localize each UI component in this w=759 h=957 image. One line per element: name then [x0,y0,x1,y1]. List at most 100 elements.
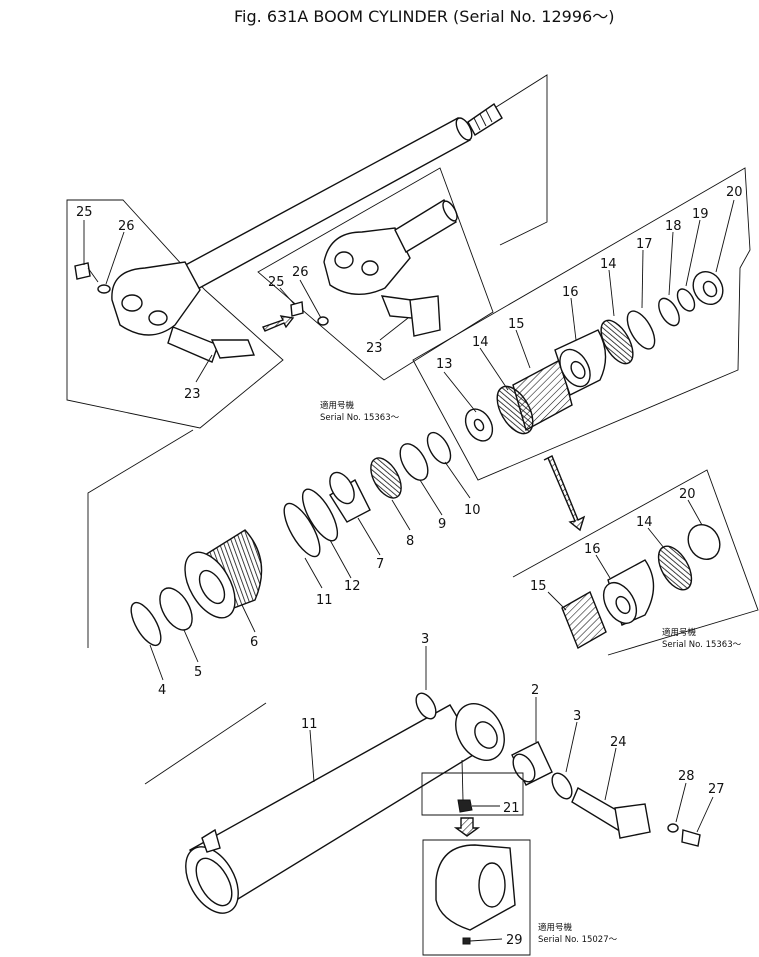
variant-part-20 [687,524,721,560]
part-20-bore [702,280,718,298]
cylinder-tube-group [144,692,701,956]
leader-15b [547,591,567,611]
leader-27 [696,796,714,833]
leader-11a [304,557,323,589]
leader-11b [309,729,315,783]
callout-28: 28 [678,769,695,784]
callout-labels: 25 26 23 25 26 23 13 14 15 16 14 17 18 1… [76,185,743,948]
variant-arrow-top [262,315,295,332]
callout-24: 24 [610,735,627,750]
leader-6 [241,604,256,633]
leader-26a [105,231,125,285]
leader-26b [299,279,322,319]
callout-14b: 14 [600,257,617,272]
variant-piston-group [512,455,759,656]
frame-piston-parts [412,167,751,481]
part-28-washer [667,823,679,833]
leader-7 [357,517,381,556]
leader-28 [675,782,687,823]
part-11-ring [283,502,321,558]
part-7-face [329,471,355,505]
rod-eye-bore-a [121,294,143,312]
note-15363-a-line2: Serial No. 15363〜 [320,413,400,423]
leader-16a [570,297,577,341]
part-8-seal [370,457,402,499]
leader-18 [668,231,674,296]
rod-stub-alt [394,199,457,253]
leader-5 [183,629,199,663]
callout-9: 9 [438,517,446,532]
callout-11a: 11 [316,593,333,608]
leader-17 [641,249,644,309]
part-18-ring [658,297,680,327]
part-10-snap-ring [426,431,452,465]
variant-arrow-bottom [453,817,481,837]
part-9-ring [399,443,429,481]
callout-5: 5 [194,665,202,680]
frame-rod-end [66,199,284,429]
leader-14a [479,347,509,391]
callout-29: 29 [506,933,523,948]
callout-14a: 14 [472,335,489,350]
note-15363-b-line2: Serial No. 15363〜 [662,640,742,650]
part-5-seal [159,587,193,631]
leader-23b [379,317,409,341]
figure-title: Fig. 631A BOOM CYLINDER (Serial No. 1299… [234,7,614,26]
rod-end-shoulder [455,117,473,141]
leader-10 [444,461,471,499]
part-3-dust-seal-left [415,692,437,720]
leader-15a [515,329,531,369]
callout-25b: 25 [268,275,285,290]
part-3-dust-seal-right [551,772,573,800]
serial-notes: 適用号機 Serial No. 15363〜 適用号機 Serial No. 1… [320,400,742,945]
callout-25a: 25 [76,205,93,220]
part-24-plate [614,803,651,839]
callout-13: 13 [436,357,453,372]
part-16-bore [570,360,586,380]
leader-24 [604,747,617,801]
part-29-plug [462,937,471,945]
rod-eye-bore-b [148,310,168,326]
part-15-piston [512,358,573,432]
part-4-ring [130,601,162,647]
leader-8 [391,499,411,531]
leader-20b [687,499,703,526]
leader-4 [149,644,164,681]
part-21-grease-fitting [457,799,473,813]
bolt-25-alt [290,301,304,317]
washer-26-alt [317,316,329,326]
callout-2: 2 [531,683,539,698]
callout-26b: 26 [292,265,309,280]
variant-arrow-mid [543,455,586,532]
leader-25b [279,287,295,305]
part-13-bore [473,418,485,432]
leader-3b [565,721,578,773]
part-12-ring [301,488,339,542]
part-17-ring [626,310,656,350]
bolt-25-shank [87,267,99,283]
variant-eye-bore [478,862,506,908]
clevis-bore-b [361,260,379,276]
thread-marks [473,109,493,131]
leader-16b [595,554,611,579]
part-6-bore [198,569,226,605]
leader-9 [419,479,443,516]
tube-port [201,828,221,853]
rod-stub-end [442,200,458,222]
variant-part-16-bore [615,595,631,615]
part-27-bolt [681,829,701,847]
callout-20b: 20 [679,487,696,502]
leader-29 [469,938,503,942]
callout-14c: 14 [636,515,653,530]
part-2-face [512,753,536,783]
callout-26a: 26 [118,219,135,234]
note-15363-a-line1: 適用号機 [320,400,355,411]
piston-rod-group [66,74,548,429]
callout-15a: 15 [508,317,525,332]
note-15363-b-line1: 適用号機 [662,627,697,638]
tube-bore [195,857,233,907]
callout-27: 27 [708,782,725,797]
callout-7: 7 [376,557,384,572]
